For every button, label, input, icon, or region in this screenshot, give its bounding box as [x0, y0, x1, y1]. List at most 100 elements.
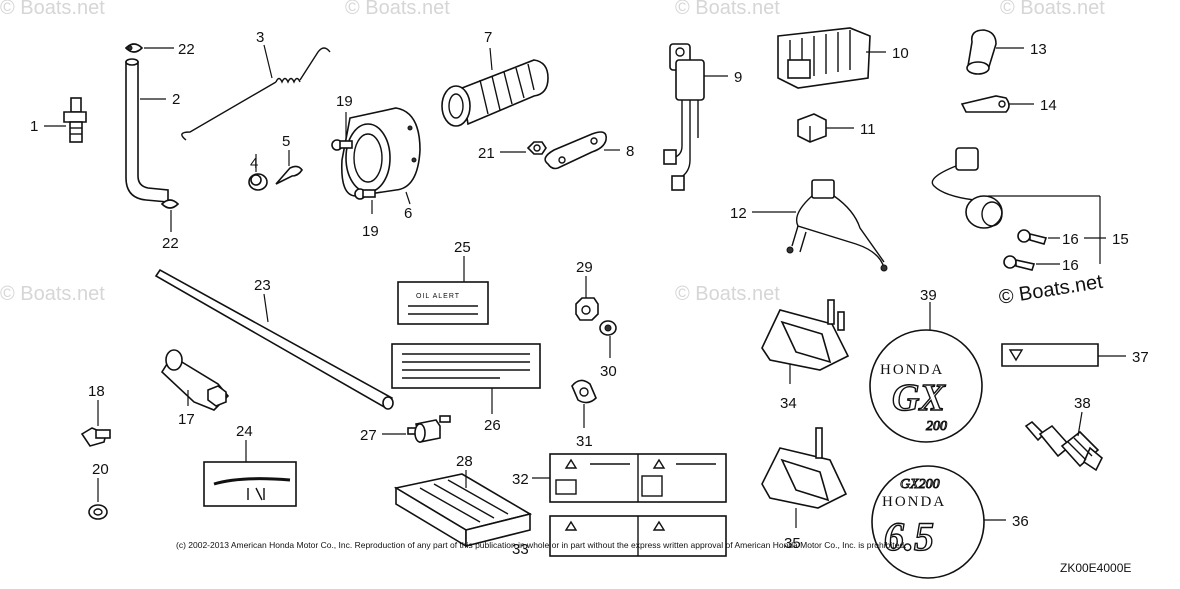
boats-net-mark: © Boats.net: [997, 271, 1104, 309]
decal-36-power: 6.5: [884, 514, 934, 559]
part-1-fitting[interactable]: [63, 97, 87, 143]
callout-19b: 19: [362, 223, 379, 240]
callout-30: 30: [600, 363, 617, 380]
callout-33: 33: [512, 541, 529, 558]
watermark: © Boats.net: [675, 0, 780, 19]
part-17-socket-wrench[interactable]: [160, 349, 230, 411]
part-27-fuel-filter[interactable]: [407, 415, 451, 443]
callout-26: 26: [484, 417, 501, 434]
part-12-wire-harness[interactable]: [786, 179, 888, 272]
callout-22b: 22: [162, 235, 179, 252]
callout-4-label: 4: [250, 155, 258, 172]
part-30-washer[interactable]: [599, 320, 617, 336]
callout-17: 17: [178, 411, 195, 428]
part-36-decal-6-5[interactable]: GX200 HONDA 6.5: [871, 465, 985, 579]
callout-23: 23: [254, 277, 271, 294]
part-24-decal[interactable]: [203, 461, 297, 507]
part-10-rectifier[interactable]: [777, 27, 871, 89]
part-34-engine-mount[interactable]: [761, 299, 850, 371]
part-2-hose[interactable]: [125, 58, 169, 203]
callout-15: 15: [1112, 231, 1129, 248]
callout-14: 14: [1040, 97, 1057, 114]
part-3-spring-rod[interactable]: [181, 47, 331, 141]
callout-38: 38: [1074, 395, 1091, 412]
callout-34: 34: [780, 395, 797, 412]
part-29-nut[interactable]: [575, 297, 599, 321]
callout-9: 9: [734, 69, 742, 86]
callout-25: 25: [454, 239, 471, 256]
part-21-nut[interactable]: [526, 141, 547, 155]
decal-36-model: GX200: [900, 477, 940, 492]
part-22-clip-top[interactable]: [124, 43, 144, 53]
part-38-spark-plug[interactable]: [1024, 420, 1103, 472]
callout-1: 1: [30, 118, 38, 135]
part-22-clip-bottom[interactable]: [160, 199, 180, 209]
callout-27: 27: [360, 427, 377, 444]
callout-31: 31: [576, 433, 593, 450]
oil-alert-text: OIL ALERT: [416, 293, 460, 300]
callout-32: 32: [512, 471, 529, 488]
callout-12: 12: [730, 205, 747, 222]
part-6-cover[interactable]: [340, 107, 421, 197]
part-33-label[interactable]: [549, 515, 727, 557]
decal-39-model: GX: [892, 377, 946, 419]
part-31-clip[interactable]: [571, 379, 597, 404]
callout-16b: 16: [1062, 257, 1079, 274]
part-15-ignition-switch[interactable]: [931, 147, 1003, 229]
watermark: © Boats.net: [675, 283, 780, 305]
callout-24: 24: [236, 423, 253, 440]
part-37-strip-label[interactable]: [1001, 343, 1099, 367]
copyright-notice: (c) 2002-2013 American Honda Motor Co., …: [176, 540, 906, 550]
callout-36: 36: [1012, 513, 1029, 530]
callout-3: 3: [256, 29, 264, 46]
callout-39: 39: [920, 287, 937, 304]
callout-20: 20: [92, 461, 109, 478]
callout-29: 29: [576, 259, 593, 276]
callout-37: 37: [1132, 349, 1149, 366]
callout-13: 13: [1030, 41, 1047, 58]
callout-8: 8: [626, 143, 634, 160]
part-32-caution-label[interactable]: [549, 453, 727, 503]
watermark: © Boats.net: [1000, 0, 1105, 19]
part-19-screw-top[interactable]: [331, 139, 353, 151]
watermark: © Boats.net: [0, 283, 105, 305]
part-8-gasket[interactable]: [544, 131, 608, 170]
callout-2: 2: [172, 91, 180, 108]
watermark: © Boats.net: [0, 0, 105, 19]
callout-22a: 22: [178, 41, 195, 58]
part-7-grip[interactable]: [441, 59, 549, 127]
part-26-label[interactable]: [391, 343, 541, 389]
callout-21: 21: [478, 145, 495, 162]
callout-16a: 16: [1062, 231, 1079, 248]
part-18-bolt[interactable]: [80, 427, 111, 447]
part-23-rod[interactable]: [154, 268, 394, 410]
watermark: © Boats.net: [345, 0, 450, 19]
part-11-relay[interactable]: [797, 113, 827, 143]
part-14-terminal[interactable]: [960, 95, 1010, 113]
part-5-pin[interactable]: [275, 165, 303, 185]
part-35-engine-mount[interactable]: [761, 427, 848, 509]
callout-18: 18: [88, 383, 105, 400]
decal-39-displacement: 200: [926, 419, 947, 434]
part-25-oil-alert-label[interactable]: OIL ALERT: [397, 281, 489, 325]
decal-36-brand: HONDA: [882, 494, 946, 510]
callout-5: 5: [282, 133, 290, 150]
part-16-key-bottom[interactable]: [1003, 255, 1036, 271]
part-20-washer[interactable]: [88, 504, 108, 520]
callout-7: 7: [484, 29, 492, 46]
diagram-code: ZK00E4000E: [1060, 561, 1131, 575]
callout-11: 11: [860, 121, 876, 138]
part-13-cap[interactable]: [966, 29, 997, 75]
callout-28: 28: [456, 453, 473, 470]
part-28-manual[interactable]: [393, 473, 533, 548]
part-16-key-top[interactable]: [1017, 229, 1048, 245]
callout-19a: 19: [336, 93, 353, 110]
part-39-decal-gx200[interactable]: HONDA GX 200: [869, 329, 983, 443]
callout-35: 35: [784, 535, 801, 552]
callout-10: 10: [892, 45, 909, 62]
callout-6: 6: [404, 205, 412, 222]
part-19-screw-bottom[interactable]: [354, 188, 376, 200]
part-4-bushing[interactable]: [248, 173, 268, 191]
part-9-oil-alert-unit[interactable]: [663, 43, 705, 191]
